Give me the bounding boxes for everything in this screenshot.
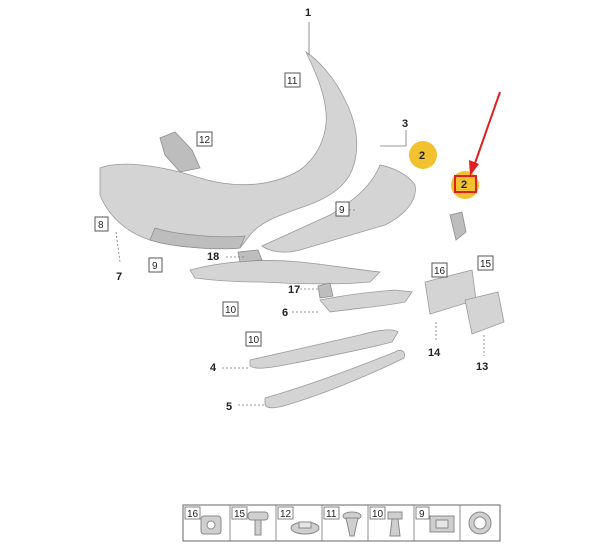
callout-labels: 1 3 7 18 17 6 4 5 14 13 [116, 7, 488, 413]
screw-icon [342, 511, 362, 537]
callout-13: 13 [476, 361, 488, 373]
callout-6: 6 [282, 307, 288, 319]
underbody-panel [264, 350, 405, 409]
legend-num-12: 12 [280, 509, 292, 520]
bumper-guide-assembly [261, 164, 467, 253]
lower-trim-strip [189, 249, 381, 285]
callout-17: 17 [288, 284, 300, 296]
legend-num-15: 15 [234, 509, 246, 520]
license-plate-bracket-13 [464, 291, 505, 335]
diffuser-insert [317, 282, 413, 313]
box-ref-8: 8 [98, 220, 104, 231]
spring-clip-icon [429, 515, 455, 533]
highlight-part-2: 2 2 [409, 141, 479, 199]
callout-2-right: 2 [461, 179, 467, 191]
box-ref-11: 11 [287, 76, 298, 87]
callout-18: 18 [207, 251, 219, 263]
callout-14: 14 [428, 347, 441, 359]
bracket-clip-icon [290, 521, 320, 535]
boxed-references: 11 12 8 9 9 10 10 16 15 [94, 72, 494, 347]
legend-num-9: 9 [419, 509, 425, 520]
clip-nut-icon [200, 515, 222, 535]
spoiler-lip [249, 329, 399, 369]
grommet-ring-icon [468, 511, 492, 535]
rivet-icon [247, 511, 269, 536]
red-pointer-arrow [469, 91, 501, 176]
highlight-circle-left [409, 141, 437, 169]
callout-1: 1 [305, 7, 311, 19]
callout-2-left: 2 [419, 150, 425, 162]
box-ref-12: 12 [199, 135, 211, 146]
box-ref-10-upper: 10 [225, 305, 237, 316]
callout-4: 4 [210, 362, 217, 374]
callout-7: 7 [116, 271, 122, 283]
bolt-icon [387, 511, 403, 537]
legend-num-16: 16 [187, 509, 199, 520]
box-ref-15: 15 [480, 259, 492, 270]
leader-lines [115, 22, 485, 406]
callout-5: 5 [226, 401, 232, 413]
box-ref-9-lower: 9 [152, 261, 158, 272]
box-ref-10-lower: 10 [248, 335, 260, 346]
legend-num-10: 10 [372, 509, 384, 520]
callout-3: 3 [402, 118, 408, 130]
legend-num-11: 11 [326, 509, 337, 520]
box-ref-16: 16 [434, 266, 446, 277]
rear-bumper-cover [99, 50, 358, 250]
box-ref-9-upper: 9 [339, 205, 345, 216]
hardware-legend: 16 15 12 11 10 [182, 504, 501, 542]
highlight-red-box [454, 175, 477, 193]
